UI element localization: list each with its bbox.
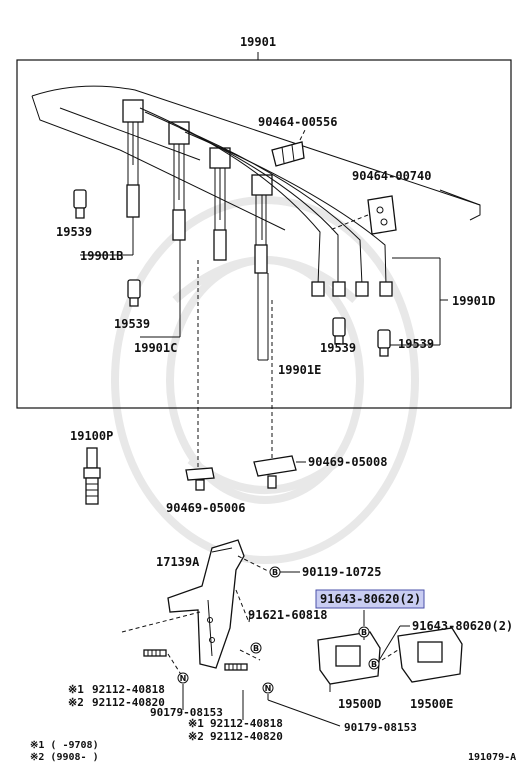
label-cord-c[interactable]: 19901C (134, 341, 177, 355)
coil-bracket (167, 539, 245, 669)
svg-text:B: B (361, 628, 367, 637)
label-cord-b[interactable]: 19901B (80, 249, 123, 263)
label-cord-d[interactable]: 19901D (452, 294, 495, 308)
terminal-cap-4 (377, 329, 391, 357)
label-cap-mid[interactable]: 19539 (320, 341, 356, 355)
svg-text:B: B (272, 568, 278, 577)
label-nut-bottom[interactable]: 90179-08153 (344, 721, 417, 734)
mark-1-mid: ※1 (188, 717, 204, 730)
label-clamp-left[interactable]: 90469-05006 (166, 501, 245, 515)
svg-text:B: B (371, 660, 377, 669)
wire-clip-right (329, 195, 397, 235)
label-clip-right[interactable]: 90464-00740 (352, 169, 431, 183)
stud-mid (224, 663, 248, 671)
label-bolt-top[interactable]: 90119-10725 (302, 565, 381, 579)
terminal-cap-1 (73, 189, 87, 219)
label-stud-mid-1[interactable]: 92112-40818 (210, 717, 283, 730)
label-bolt-right[interactable]: 91643-80620(2) (412, 619, 513, 633)
svg-text:N: N (180, 674, 187, 683)
engine-head (31, 85, 481, 231)
cord-c-wire (172, 144, 186, 241)
label-bolt-highlight[interactable]: 91643-80620(2) (320, 592, 421, 606)
footnote-1: ※1 ( -9708) (30, 740, 99, 751)
ignition-coil-left (317, 631, 381, 692)
label-stud-mid-2[interactable]: 92112-40820 (210, 730, 283, 743)
footnote-2: ※2 (9908- ) (30, 752, 99, 763)
label-stud-left-1[interactable]: 92112-40818 (92, 683, 165, 696)
mark-2-mid: ※2 (188, 730, 204, 743)
nut-symbol-bottom: N (262, 682, 274, 694)
bolt-symbol-top: B (269, 566, 281, 578)
ignition-coil-right (397, 627, 463, 683)
label-coil-left[interactable]: 19500D (338, 697, 381, 711)
cord-clamp-right (253, 455, 306, 489)
highlight-box (315, 589, 425, 609)
terminal-cap-3 (332, 317, 346, 345)
label-cord-e[interactable]: 19901E (278, 363, 321, 377)
label-clip-upper[interactable]: 90464-00556 (258, 115, 337, 129)
stud-left (143, 649, 167, 657)
upper-boot-3 (209, 147, 231, 220)
nut-symbol-left: N (177, 672, 189, 684)
cord-d-wires (139, 107, 393, 297)
cord-e-wire (254, 195, 268, 274)
spark-plug (83, 447, 101, 505)
label-assembly[interactable]: 19901 (240, 35, 276, 49)
label-bolt-mid[interactable]: 91621-60818 (248, 608, 327, 622)
label-stud-left-2[interactable]: 92112-40820 (92, 696, 165, 709)
bolt-symbol-mid: B (250, 642, 262, 654)
bolt-symbol-right: B (368, 658, 380, 670)
svg-text:B: B (253, 644, 259, 653)
label-cap-right[interactable]: 19539 (398, 337, 434, 351)
label-bracket[interactable]: 17139A (156, 555, 200, 569)
svg-text:N: N (265, 684, 272, 693)
bolt-symbol-highlight: B (358, 626, 370, 638)
upper-boot-1 (122, 99, 144, 165)
label-cap-left-upper[interactable]: 19539 (56, 225, 92, 239)
cord-clamp-left (185, 467, 215, 491)
cord-mid-wire (213, 168, 227, 261)
diagram-id: 191079-A (468, 752, 516, 763)
assembly-frame (16, 59, 512, 409)
label-coil-right[interactable]: 19500E (410, 697, 453, 711)
upper-boot-2 (168, 121, 190, 200)
label-cap-left-lower[interactable]: 19539 (114, 317, 150, 331)
mark-1-left: ※1 (68, 683, 84, 696)
wire-clip-upper (271, 129, 306, 167)
mark-2-left: ※2 (68, 696, 84, 709)
label-nut-left[interactable]: 90179-08153 (150, 706, 223, 719)
terminal-cap-2 (127, 279, 141, 307)
label-spark-plug[interactable]: 19100P (70, 429, 113, 443)
upper-boot-4 (251, 174, 273, 240)
label-clamp-right[interactable]: 90469-05008 (308, 455, 387, 469)
